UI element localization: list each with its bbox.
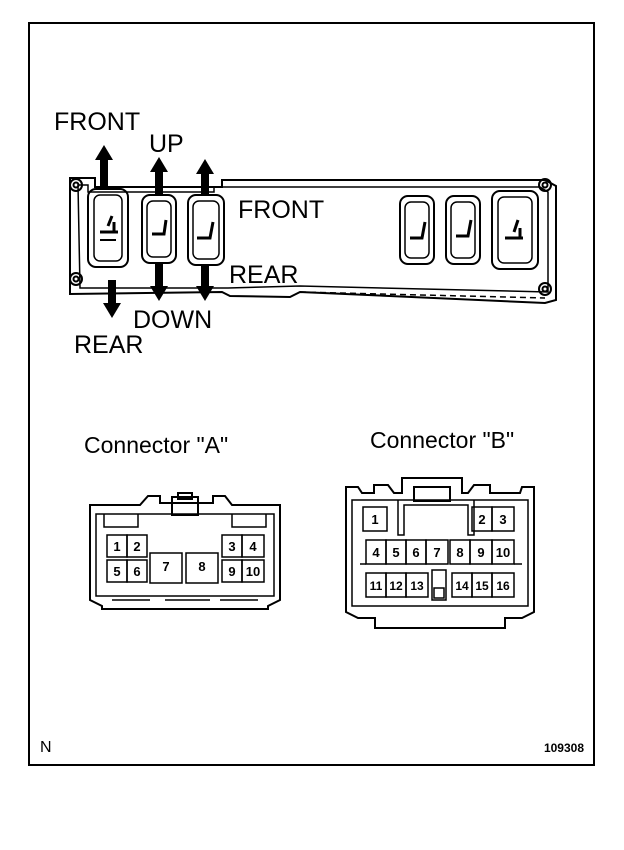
pin-b-15: 15	[475, 579, 489, 593]
seat-recline-icon	[152, 219, 168, 236]
mount-hole	[538, 282, 552, 296]
figure-frame	[28, 22, 595, 766]
pin-b-13: 13	[410, 579, 424, 593]
pin-a-3: 3	[228, 539, 235, 554]
connector-b-pins: 1 2 3 4 5 6 7 8 9 10 11 12 13 14 15 16	[370, 512, 511, 593]
pin-b-6: 6	[412, 545, 419, 560]
figure-number: 109308	[544, 741, 584, 755]
label-rear-switch: REAR	[229, 261, 298, 289]
seat-lifter-icon	[197, 221, 215, 240]
pin-a-5: 5	[113, 564, 120, 579]
seat-slide-icon	[505, 219, 523, 240]
connector-a-pins: 1 2 3 4 5 6 7 8 9 10	[113, 539, 260, 579]
arrow-down	[196, 264, 214, 301]
arrow-front	[95, 145, 113, 188]
mount-hole	[538, 178, 552, 192]
pin-a-6: 6	[133, 564, 140, 579]
pin-b-9: 9	[477, 545, 484, 560]
pin-b-8: 8	[456, 545, 463, 560]
pin-b-10: 10	[496, 545, 510, 560]
switch-lifter-right	[399, 195, 435, 265]
label-rear: REAR	[74, 331, 143, 359]
pin-b-2: 2	[478, 512, 485, 527]
mount-hole	[69, 178, 83, 192]
pin-b-11: 11	[370, 579, 383, 593]
pin-b-4: 4	[372, 545, 380, 560]
pin-a-2: 2	[133, 539, 140, 554]
label-front-switch: FRONT	[238, 196, 324, 224]
seat-recline-icon	[456, 219, 473, 238]
pin-a-10: 10	[246, 564, 260, 579]
switch-recline-right	[445, 195, 481, 265]
pin-b-5: 5	[392, 545, 399, 560]
switch-recline-left	[141, 194, 177, 264]
pin-a-9: 9	[228, 564, 235, 579]
label-down: DOWN	[133, 306, 212, 334]
connector-b-title: Connector "B"	[370, 427, 514, 453]
pin-a-4: 4	[249, 539, 257, 554]
pin-b-7: 7	[433, 545, 440, 560]
arrow-up	[196, 159, 214, 196]
pin-b-1: 1	[371, 512, 378, 527]
label-up: UP	[149, 130, 184, 158]
mount-hole	[69, 272, 83, 286]
seat-slide-icon	[100, 215, 118, 241]
connector-a-latch	[171, 496, 199, 516]
pin-b-16: 16	[496, 579, 510, 593]
arrow-down	[150, 264, 168, 301]
label-front: FRONT	[54, 108, 140, 136]
switch-lifter-left	[187, 194, 225, 266]
switch-slide-right	[491, 190, 539, 270]
switch-slide-left	[87, 188, 129, 268]
connector-b-latch	[413, 486, 451, 502]
pin-a-1: 1	[113, 539, 120, 554]
pin-a-7: 7	[162, 559, 169, 574]
pin-b-14: 14	[455, 579, 469, 593]
seat-lifter-icon	[410, 221, 427, 240]
connector-a-title: Connector "A"	[84, 432, 228, 458]
arrow-rear	[103, 280, 121, 318]
connector-b	[345, 477, 535, 629]
corner-code: N	[40, 739, 52, 756]
connector-a	[89, 492, 281, 610]
pin-a-8: 8	[198, 559, 205, 574]
arrow-up	[150, 157, 168, 194]
pin-b-3: 3	[499, 512, 506, 527]
pin-b-12: 12	[389, 579, 403, 593]
